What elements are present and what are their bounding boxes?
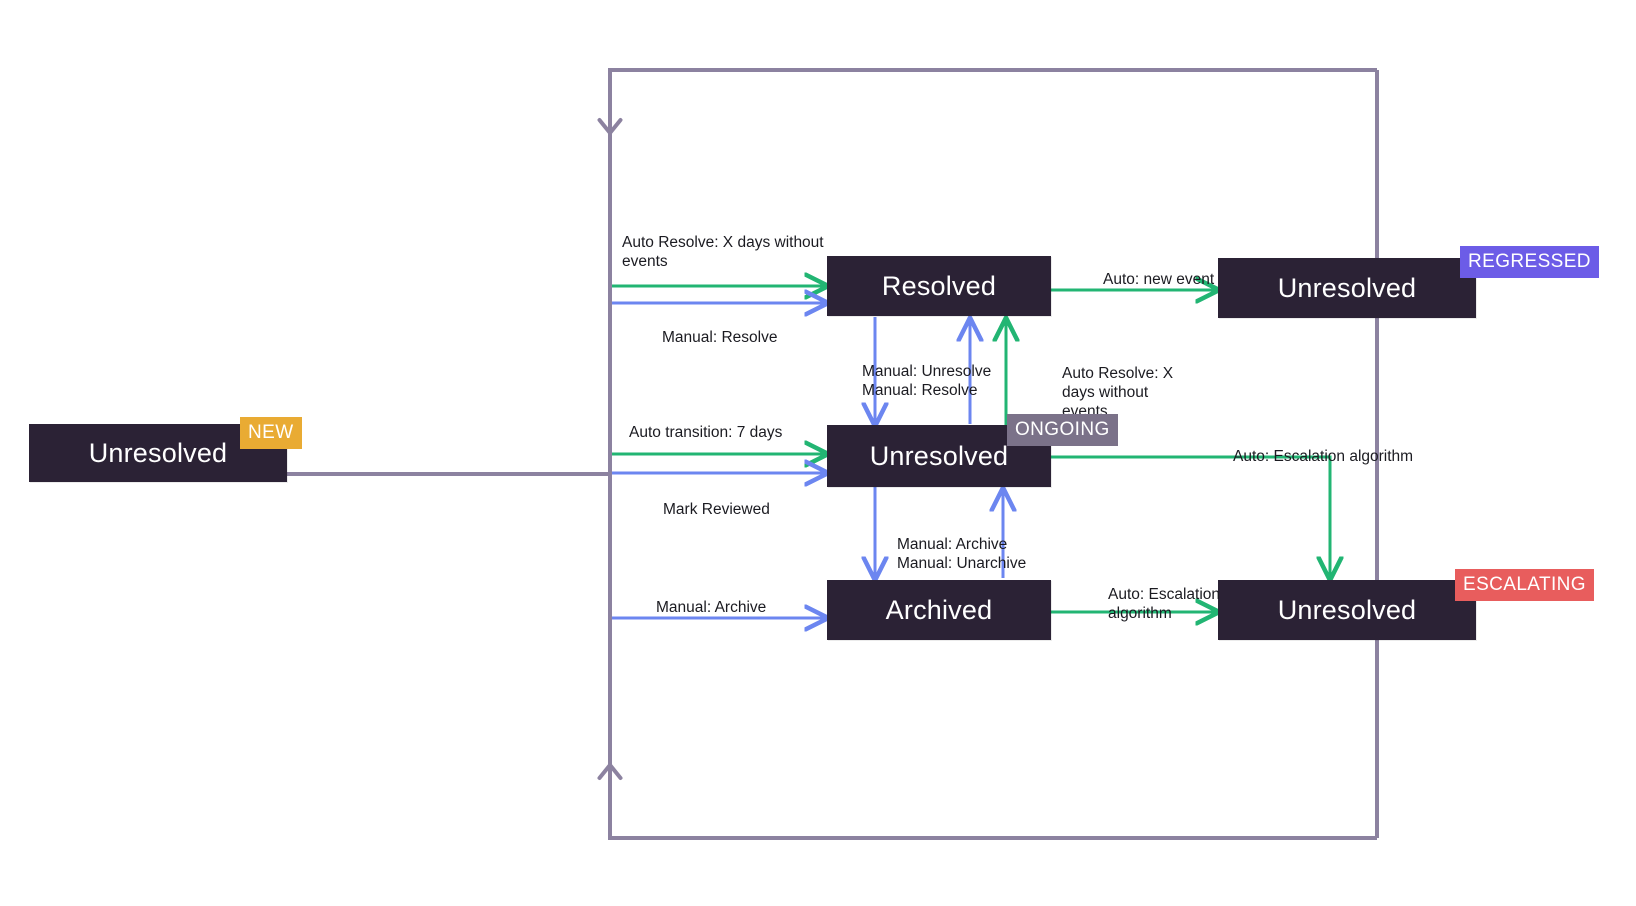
state-node-regressed[interactable]: Unresolved	[1218, 258, 1476, 318]
edge-label-auto-transition: Auto transition: 7 days	[629, 424, 783, 441]
edge-label-manual-resolve: Manual: Resolve	[662, 329, 778, 346]
status-badge-new: NEW	[240, 417, 302, 449]
edge-label-auto-escalation-top: Auto: Escalation algorithm	[1233, 448, 1414, 465]
edge-label-auto-escalation-bottom: Auto: Escalation algorithm	[1108, 586, 1221, 622]
edge-label-auto-resolve-days: Auto Resolve: X days without events	[622, 234, 824, 270]
arrowhead-trunk-down	[597, 118, 623, 137]
state-node-ongoing-label: Unresolved	[869, 440, 1009, 471]
state-node-resolved[interactable]: Resolved	[827, 256, 1051, 316]
edge-label-mark-reviewed: Mark Reviewed	[663, 501, 770, 518]
edge-label-manual-archive: Manual: Archive	[656, 599, 767, 616]
state-node-new[interactable]: Unresolved	[29, 424, 287, 482]
state-node-regressed-label: Unresolved	[1277, 272, 1417, 303]
state-node-resolved-label: Resolved	[881, 270, 997, 301]
status-badge-ongoing: ONGOING	[1007, 414, 1118, 446]
edge-label-manual-unresolve-resolve: Manual: Unresolve Manual: Resolve	[862, 363, 992, 399]
edge-auto-escalation-ongoing	[1050, 455, 1330, 578]
state-node-archived-label: Archived	[885, 594, 993, 625]
state-node-archived[interactable]: Archived	[827, 580, 1051, 640]
edge-label-manual-archive-unarchive: Manual: Archive Manual: Unarchive	[897, 536, 1027, 572]
state-node-ongoing[interactable]: Unresolved	[827, 425, 1051, 487]
arrowhead-trunk-up	[597, 761, 623, 780]
state-node-new-label: Unresolved	[88, 437, 228, 468]
status-badge-regressed: REGRESSED	[1460, 246, 1599, 278]
status-badge-escalating: ESCALATING	[1455, 569, 1594, 601]
state-node-escalating-label: Unresolved	[1277, 594, 1417, 625]
edge-label-auto-new-event: Auto: new event	[1103, 271, 1215, 288]
state-node-escalating[interactable]: Unresolved	[1218, 580, 1476, 640]
edge-label-auto-resolve-up: Auto Resolve: X days without events	[1062, 365, 1174, 420]
